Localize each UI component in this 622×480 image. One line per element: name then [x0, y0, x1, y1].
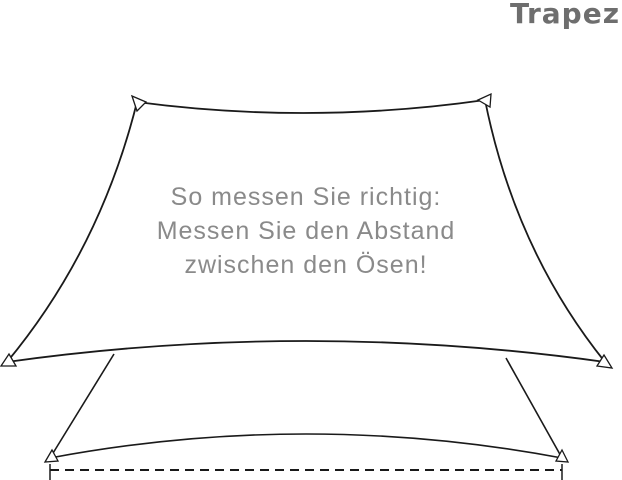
side-view-right-eyelet: [554, 448, 570, 463]
bottom-left-eyelet: [0, 352, 18, 367]
side-view-right-edge: [505, 357, 563, 459]
measuring-instruction: So messen Sie richtig: Messen Sie den Ab…: [106, 180, 506, 282]
shape-title: Trapez: [509, 0, 620, 30]
side-view-left-edge: [49, 353, 115, 459]
trapezoid-sail: [0, 92, 614, 369]
side-view-bottom-edge: [49, 433, 563, 459]
side-view-sail: [43, 353, 570, 480]
instruction-line-1: So messen Sie richtig:: [170, 183, 442, 211]
top-left-eyelet: [130, 94, 148, 113]
bottom-right-eyelet: [595, 353, 614, 369]
instruction-line-3: zwischen den Ösen!: [184, 251, 428, 279]
side-view-left-eyelet: [43, 448, 60, 463]
trapezoid-outline: [4, 98, 608, 364]
instruction-line-2: Messen Sie den Abstand: [156, 217, 456, 245]
top-right-eyelet: [476, 92, 492, 109]
